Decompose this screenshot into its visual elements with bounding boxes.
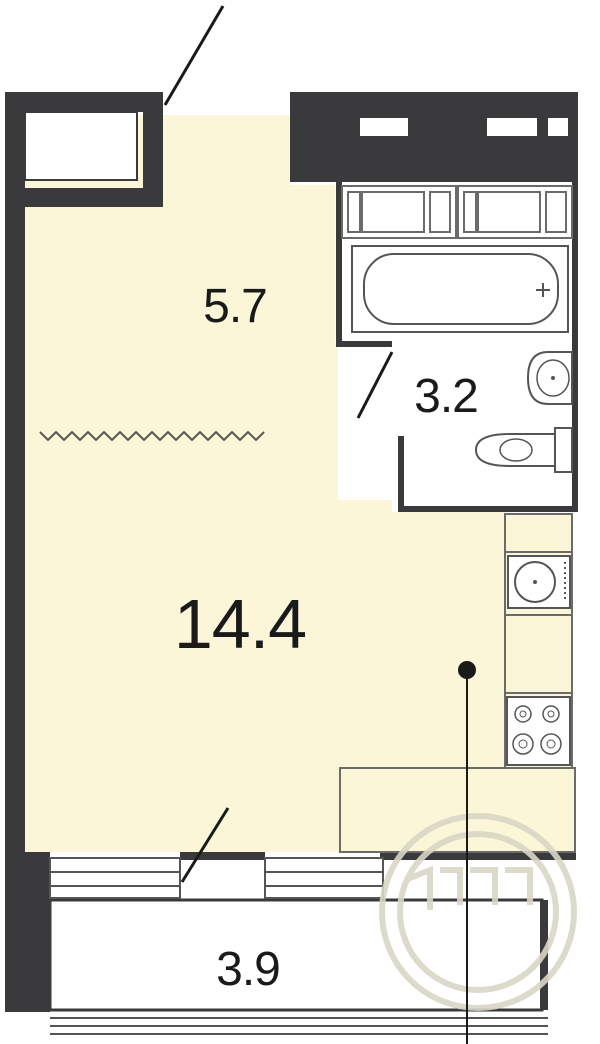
entry-door-swing <box>163 5 225 106</box>
balcony-door-right <box>264 857 384 899</box>
toilet-icon <box>474 427 573 473</box>
bathroom-cabinets <box>341 185 573 239</box>
balcony-door-left <box>49 857 181 899</box>
bathtub-icon <box>351 245 569 333</box>
stove-icon <box>506 696 571 766</box>
washbasin-icon <box>526 351 573 405</box>
window-right-c <box>548 118 568 136</box>
living-area-label: 14.4 <box>174 585 306 663</box>
hall-area-label: 5.7 <box>203 280 267 333</box>
window-left <box>24 111 138 181</box>
balcony-door-swing <box>180 807 230 883</box>
window-right-a <box>360 118 408 136</box>
zone-divider <box>39 430 265 442</box>
sink-icon <box>507 555 571 609</box>
balcony <box>48 898 548 1035</box>
entry-marker-icon <box>458 661 476 1044</box>
walls <box>5 92 578 1012</box>
balcony-area-label: 3.9 <box>216 943 280 996</box>
window-right-b <box>487 118 537 136</box>
floor-area <box>25 115 505 852</box>
bathroom-door-swing <box>356 351 394 419</box>
bathroom-area-label: 3.2 <box>414 370 478 423</box>
watermark-logo-icon <box>379 813 577 1011</box>
